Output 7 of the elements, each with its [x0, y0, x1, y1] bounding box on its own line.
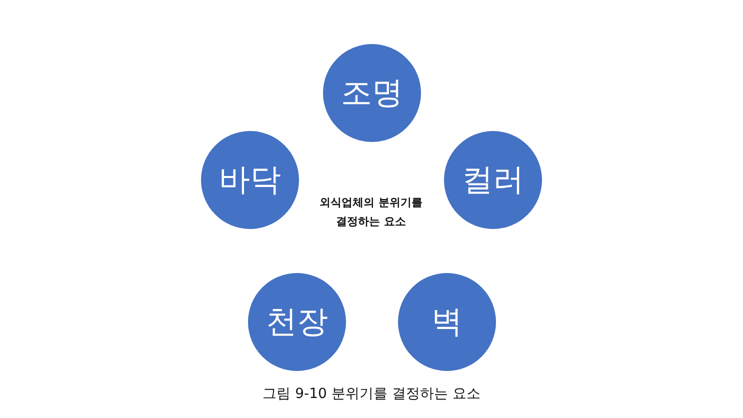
circle-node: 바닥: [201, 131, 299, 229]
circle-node: 벽: [398, 273, 496, 371]
circle-node: 조명: [323, 44, 421, 142]
circle-node: 컬러: [444, 131, 542, 229]
center-text: 외식업체의 분위기를 결정하는 요소: [318, 195, 424, 230]
caption: 그림 9-10 분위기를 결정하는 요소: [262, 385, 482, 403]
circle-node: 천장: [248, 273, 346, 371]
